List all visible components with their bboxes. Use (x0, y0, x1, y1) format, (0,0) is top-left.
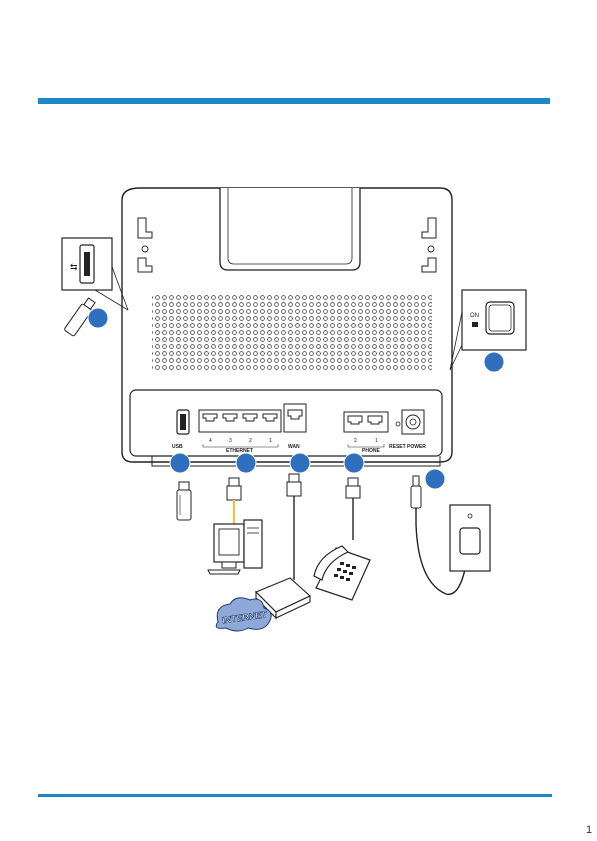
footer-rule (38, 794, 552, 797)
ethernet-cable (227, 478, 241, 524)
phone-num-1: 1 (375, 438, 378, 444)
eth-num-2: 2 (249, 438, 252, 444)
computer-icon (208, 520, 262, 574)
callout-power-button (484, 352, 504, 372)
callout-power (425, 469, 445, 489)
wan-cable (287, 474, 301, 580)
wan-label: WAN (288, 444, 300, 450)
phone-label: PHONE (362, 448, 380, 454)
callout-wan (290, 453, 310, 473)
phone-cable (346, 478, 360, 540)
svg-text:ON: ON (470, 313, 479, 319)
wall-outlet-icon (450, 505, 490, 571)
callout-phone (344, 453, 364, 473)
page-number: 1 (586, 824, 592, 836)
usb-symbol-icon: ⇆ (70, 262, 78, 272)
eth-num-1: 1 (269, 438, 272, 444)
reset-label: RESET (389, 444, 406, 450)
phone-ports (344, 412, 388, 432)
phone-num-2: 2 (354, 438, 357, 444)
wan-port (284, 404, 306, 432)
usb-drive-icon (177, 482, 191, 520)
callout-usb (88, 308, 108, 328)
callout-usb-port (170, 453, 190, 473)
power-label: POWER (407, 444, 426, 450)
telephone-icon (314, 546, 370, 600)
ethernet-ports (199, 410, 281, 432)
eth-num-4: 4 (209, 438, 212, 444)
port-panel: USB 4 3 2 1 ETHERNET WAN 2 1 PHONE RESET… (130, 390, 442, 456)
power-jack (402, 410, 424, 434)
usb-inset: ⇆ (62, 238, 128, 310)
usb-label: USB (172, 444, 183, 450)
callout-ethernet (236, 453, 256, 473)
vent-grille (152, 294, 432, 371)
eth-num-3: 3 (229, 438, 232, 444)
